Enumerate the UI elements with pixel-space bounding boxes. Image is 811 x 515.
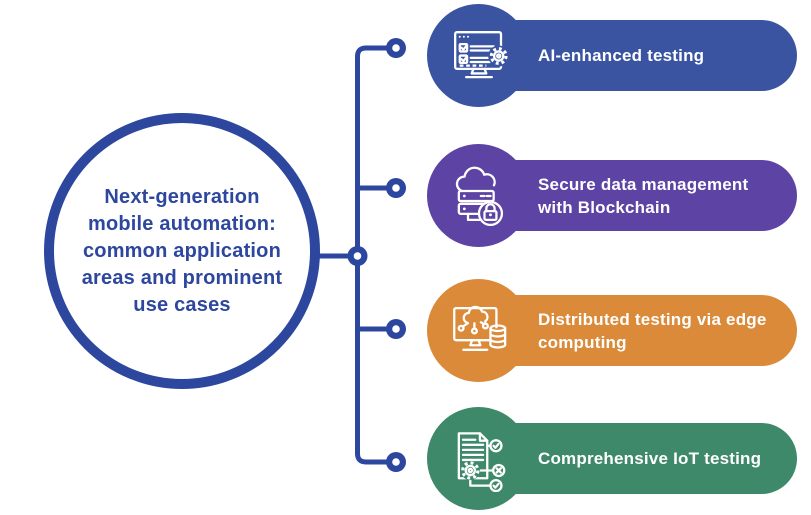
item-icon-badge (427, 407, 530, 510)
item-label: AI-enhanced testing (538, 46, 705, 65)
connector-node-2 (386, 178, 406, 198)
item-icon-badge (427, 279, 530, 382)
list-item-blockchain-security: Secure data management with Blockchain (427, 144, 797, 247)
connector-node-1 (386, 38, 406, 58)
item-icon-badge (427, 4, 530, 107)
item-label: Distributed testing via edge computing (538, 309, 767, 352)
blockchain-security-icon (455, 166, 503, 226)
connector-node-junction (347, 246, 368, 266)
iot-testing-icon (457, 431, 505, 492)
list-item-edge-computing: Distributed testing via edge computing (427, 279, 797, 382)
connector-node-4 (386, 452, 406, 472)
list-item-ai-enhanced-testing: AI-enhanced testing (427, 4, 797, 107)
item-label: Secure data management with Blockchain (538, 174, 749, 217)
center-title-circle: Next-generation mobile automation: commo… (44, 113, 320, 389)
connector-node-3 (386, 319, 406, 339)
item-icon-badge (427, 144, 530, 247)
edge-computing-icon (452, 305, 506, 351)
item-label: Comprehensive IoT testing (538, 449, 762, 468)
list-item-iot-testing: Comprehensive IoT testing (427, 407, 797, 510)
page-title: Next-generation mobile automation: commo… (81, 185, 283, 316)
ai-enhanced-testing-icon (453, 30, 509, 78)
